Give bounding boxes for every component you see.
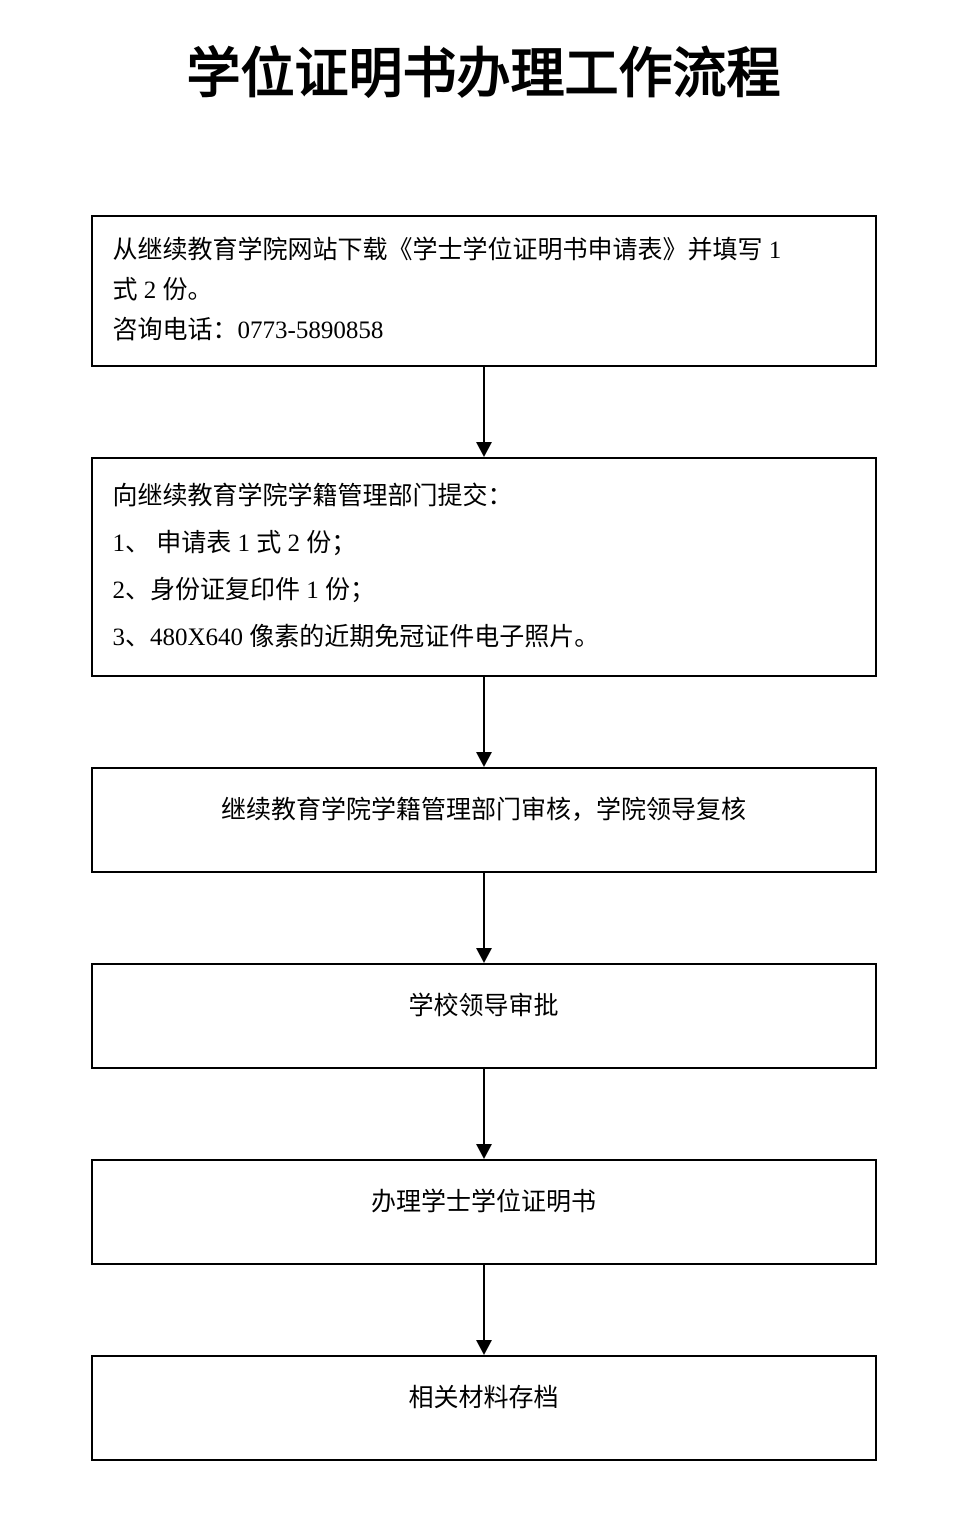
arrow-shaft (482, 1264, 485, 1340)
step-text-line: 办理学士学位证明书 (370, 1188, 596, 1216)
step-department-review: 继续教育学院学籍管理部门审核，学院领导复核 (90, 766, 877, 873)
arrow-shaft (482, 676, 485, 752)
step-text-line: 相关材料存档 (408, 1384, 559, 1412)
step-text-line: 咨询电话：0773-5890858 (112, 316, 384, 344)
step-issue-certificate: 办理学士学位证明书 (90, 1158, 877, 1265)
step-text-line: 式 2 份。 (112, 276, 213, 304)
step-text-line: 学校领导审批 (408, 992, 559, 1020)
down-arrow-icon (475, 872, 492, 963)
arrow-shaft (482, 1068, 485, 1144)
step-text-line: 从继续教育学院网站下载《学士学位证明书申请表》并填写 1 (112, 236, 782, 264)
step-school-approval: 学校领导审批 (90, 962, 877, 1069)
step-submit-materials: 向继续教育学院学籍管理部门提交： 1、 申请表 1 式 2 份； 2、身份证复印… (90, 456, 877, 677)
step-text-line: 1、 申请表 1 式 2 份； (112, 529, 357, 557)
page-title: 学位证明书办理工作流程 (186, 44, 781, 104)
down-arrow-icon (475, 676, 492, 767)
arrow-head (475, 1143, 492, 1159)
flowchart: 从继续教育学院网站下载《学士学位证明书申请表》并填写 1 式 2 份。 咨询电话… (90, 214, 877, 1461)
arrow-shaft (482, 872, 485, 948)
down-arrow-icon (475, 366, 492, 457)
step-download-form: 从继续教育学院网站下载《学士学位证明书申请表》并填写 1 式 2 份。 咨询电话… (90, 214, 877, 367)
down-arrow-icon (475, 1264, 492, 1355)
step-text-line: 继续教育学院学籍管理部门审核，学院领导复核 (220, 796, 746, 824)
down-arrow-icon (475, 1068, 492, 1159)
arrow-shaft (482, 366, 485, 442)
step-text-line: 2、身份证复印件 1 份； (112, 576, 376, 604)
arrow-head (475, 947, 492, 963)
arrow-head (475, 441, 492, 457)
step-text-line: 3、480X640 像素的近期免冠证件电子照片。 (112, 623, 600, 651)
arrow-head (475, 751, 492, 767)
arrow-head (475, 1339, 492, 1355)
step-text-line: 向继续教育学院学籍管理部门提交： (112, 482, 513, 510)
step-archive-materials: 相关材料存档 (90, 1354, 877, 1461)
